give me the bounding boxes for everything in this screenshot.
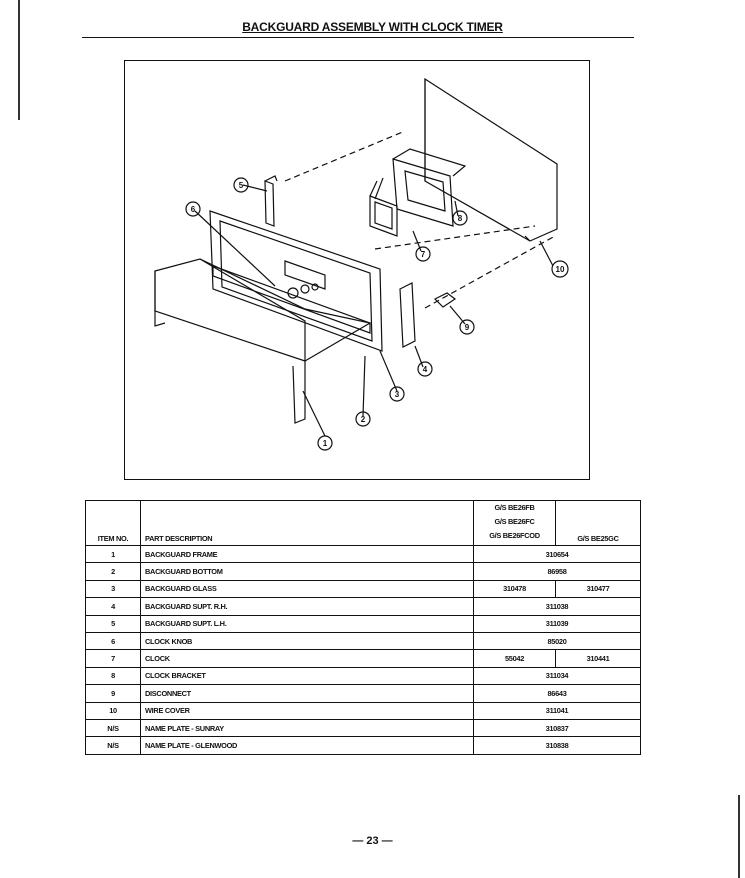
part-number: 310837 xyxy=(473,718,641,738)
part-number: 311041 xyxy=(473,701,641,720)
callout-3: 3 xyxy=(395,390,400,399)
exploded-diagram-drawing: 1 2 3 4 5 6 7 8 9 10 xyxy=(154,77,569,451)
part-number-alt: 310477 xyxy=(555,579,641,599)
model-name: G/S BE26FB xyxy=(494,503,535,512)
backguard-support-right xyxy=(399,282,416,348)
part-number: 310838 xyxy=(473,736,641,755)
table-header-row: ITEM NO. PART DESCRIPTION G/S BE26FB G/S… xyxy=(85,500,641,546)
backguard-glass xyxy=(209,210,383,352)
header-models-b: G/S BE25GC xyxy=(555,500,641,546)
header-part-description: PART DESCRIPTION xyxy=(140,500,474,546)
part-description: BACKGUARD SUPT. R.H. xyxy=(140,597,474,616)
header-item-no: ITEM NO. xyxy=(85,500,141,546)
scan-edge-mark xyxy=(738,795,740,878)
parts-table: ITEM NO. PART DESCRIPTION G/S BE26FB G/S… xyxy=(85,500,641,755)
part-description: BACKGUARD SUPT. L.H. xyxy=(140,614,474,633)
part-number: 86643 xyxy=(473,684,641,703)
part-number: 311034 xyxy=(473,666,641,686)
disconnect xyxy=(433,292,457,308)
backguard-bottom xyxy=(212,265,371,334)
item-number: 7 xyxy=(85,649,141,668)
scan-edge-mark xyxy=(18,0,20,120)
item-number: 10 xyxy=(85,701,141,720)
page-title: BACKGUARD ASSEMBLY WITH CLOCK TIMER xyxy=(242,20,503,34)
guide-line xyxy=(284,130,406,182)
clock xyxy=(369,195,398,237)
item-number: 9 xyxy=(85,684,141,703)
part-description: BACKGUARD GLASS xyxy=(140,579,474,599)
item-number: 4 xyxy=(85,597,141,616)
callout-8: 8 xyxy=(458,214,463,223)
item-number: 2 xyxy=(85,562,141,581)
backguard-support-left xyxy=(264,180,275,227)
callout-4: 4 xyxy=(423,365,428,374)
item-number: 6 xyxy=(85,631,141,651)
part-number: 310478 xyxy=(473,579,556,599)
part-description: NAME PLATE - GLENWOOD xyxy=(140,736,474,755)
part-number-alt: 310441 xyxy=(555,649,641,668)
part-description: CLOCK KNOB xyxy=(140,631,474,651)
model-name: G/S BE26FC xyxy=(494,517,535,526)
exploded-diagram: 1 2 3 4 5 6 7 8 9 10 xyxy=(124,60,590,480)
item-number: 8 xyxy=(85,666,141,686)
title-rule xyxy=(82,37,634,38)
item-number: 5 xyxy=(85,614,141,633)
item-number: 3 xyxy=(85,579,141,599)
callout-circle xyxy=(317,435,333,451)
header-models-a: G/S BE26FB G/S BE26FC G/S BE26FCOD xyxy=(473,500,556,546)
callout-7: 7 xyxy=(421,250,426,259)
callout-10: 10 xyxy=(556,265,565,274)
item-number: N/S xyxy=(85,718,141,738)
backguard-frame xyxy=(154,258,306,362)
part-description: CLOCK BRACKET xyxy=(140,666,474,686)
part-description: NAME PLATE - SUNRAY xyxy=(140,718,474,738)
page-number: — 23 — xyxy=(352,835,393,847)
callout-9: 9 xyxy=(465,323,470,332)
part-description: BACKGUARD FRAME xyxy=(140,544,474,564)
clock-bracket xyxy=(392,158,454,227)
part-number: 311038 xyxy=(473,597,641,616)
part-number: 85020 xyxy=(473,631,641,651)
callout-6: 6 xyxy=(191,205,196,214)
part-number: 310654 xyxy=(473,544,641,564)
part-number: 86958 xyxy=(473,562,641,581)
part-description: CLOCK xyxy=(140,649,474,668)
callout-5: 5 xyxy=(239,181,244,190)
part-description: BACKGUARD BOTTOM xyxy=(140,562,474,581)
callout-2: 2 xyxy=(361,415,366,424)
callout-1: 1 xyxy=(323,439,328,448)
part-number: 311039 xyxy=(473,614,641,633)
model-name: G/S BE26FCOD xyxy=(489,531,540,540)
item-number: 1 xyxy=(85,544,141,564)
part-description: DISCONNECT xyxy=(140,684,474,703)
item-number: N/S xyxy=(85,736,141,755)
guide-line xyxy=(424,235,556,309)
part-description: WIRE COVER xyxy=(140,701,474,720)
part-number: 55042 xyxy=(473,649,556,668)
guide-line xyxy=(374,225,536,250)
leader-line xyxy=(194,210,276,287)
